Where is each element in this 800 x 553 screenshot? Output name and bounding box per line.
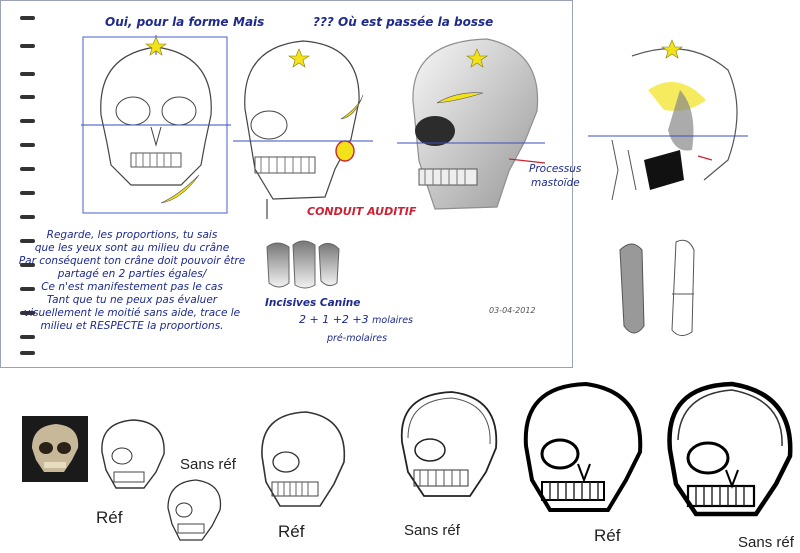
formula-label: 2 + 1 +2 +3 molaires	[299, 313, 413, 326]
ref-label-3: Réf	[594, 526, 621, 545]
note-line: Regarde, les proportions, tu sais	[46, 229, 218, 241]
note-line: Ce n'est manifestement pas le cas	[41, 281, 223, 293]
tooth-side-sketch	[619, 239, 695, 336]
three-quarter-skull-drawing	[233, 40, 373, 219]
premolaires-label: pré-molaires	[327, 333, 388, 344]
sketch-skull-3	[261, 411, 346, 507]
caption-forme: Oui, pour la forme	[105, 15, 229, 29]
note-line: Tant que tu ne peux pas évaluer	[46, 294, 218, 306]
front-skull-drawing	[81, 35, 231, 214]
note-line: visuellement le moitié sans aide, trace …	[23, 307, 241, 319]
conduit-auditif-label: CONDUIT AUDITIF	[307, 205, 417, 218]
molaires-label: molaires	[372, 315, 414, 326]
sans-ref-label-3: Sans réf	[738, 534, 794, 551]
sketch-skull-5	[523, 381, 643, 512]
profile-skull-sketch	[588, 39, 748, 201]
sans-ref-label-1: Sans réf	[180, 456, 236, 473]
formula-numbers: 2 + 1 +2 +3	[299, 313, 369, 326]
sketch-skull-2	[167, 479, 222, 541]
sketch-skull-6	[667, 381, 793, 517]
spiral-binding	[20, 16, 35, 355]
note-line: milieu et RESPECTE la proportions.	[40, 320, 224, 332]
sketchbook-sheet: Oui, pour la forme Mais ??? Où est passé…	[0, 0, 581, 368]
date-signature: 03-04-2012	[489, 306, 536, 315]
note-line: Par conséquent ton crâne doit pouvoir êt…	[18, 255, 246, 267]
reference-skull-photo	[22, 416, 88, 482]
incisives-label: Incisives Canine	[265, 297, 361, 309]
ref-label-1: Réf	[96, 508, 123, 527]
note-line: partagé en 2 parties égales/	[57, 268, 207, 280]
shaded-skull-drawing	[397, 38, 545, 210]
caption-mais: Mais	[233, 15, 265, 29]
sketch-skull-1	[101, 419, 165, 489]
processus-label: Processus	[529, 163, 582, 175]
mastoide-label: mastoïde	[531, 177, 580, 189]
caption-bosse: ??? Où est passée la bosse	[313, 15, 494, 29]
proportions-note: Regarde, les proportions, tu sais que le…	[15, 229, 249, 333]
sans-ref-label-2: Sans réf	[404, 522, 460, 539]
incisor-teeth-drawing	[266, 240, 340, 289]
sketch-skull-4	[400, 391, 498, 497]
ref-label-2: Réf	[278, 522, 305, 541]
note-line: que les yeux sont au milieu du crâne	[34, 242, 230, 254]
